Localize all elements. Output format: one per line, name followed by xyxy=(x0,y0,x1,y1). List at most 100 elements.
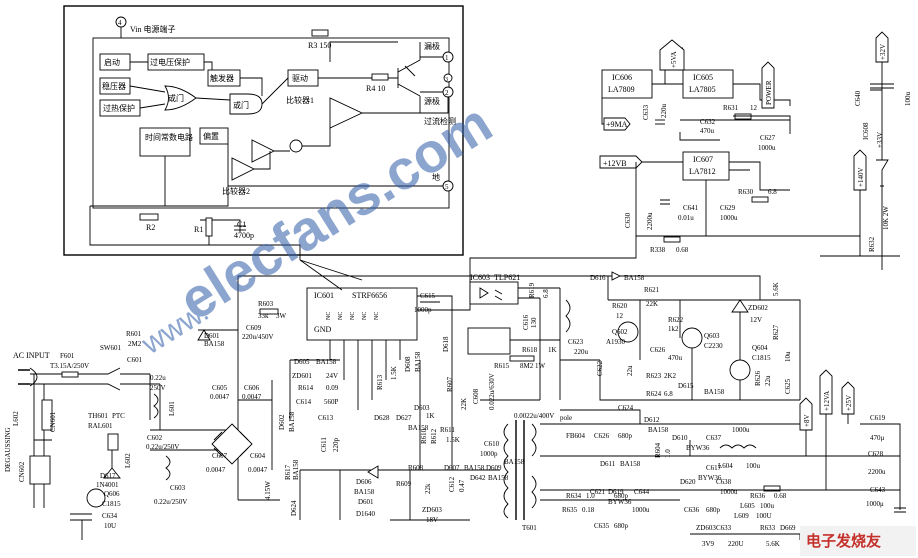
r338-value: 0.68 xyxy=(676,246,689,254)
r603: R603 xyxy=(258,300,274,308)
d616-part: BA158 xyxy=(624,274,645,282)
r623: R623 xyxy=(646,372,662,380)
d610-part: BYW36 xyxy=(686,444,710,452)
r634-value: 1.0 xyxy=(586,492,595,500)
r615-value: 8M2 1W xyxy=(520,362,545,370)
c636: C636 xyxy=(684,506,700,514)
c625-value: 10u xyxy=(784,351,792,362)
c637: C637 xyxy=(706,434,722,442)
l605-value: 100u xyxy=(760,502,775,510)
l602: L602 xyxy=(124,453,132,468)
block-driver: 驱动 xyxy=(292,73,308,83)
c641-value: 0.01u xyxy=(678,214,694,222)
r603-value: 33k xyxy=(258,312,269,320)
d618-value: 130 xyxy=(530,317,538,328)
zd601: ZD601 xyxy=(292,372,312,380)
r632: R632 xyxy=(868,236,876,252)
net-32v: +32V xyxy=(879,44,887,60)
c619: C619 xyxy=(870,414,886,422)
ic603: IC603 xyxy=(470,273,490,282)
q602: Q602 xyxy=(612,328,628,336)
ic601-part: STRF6656 xyxy=(352,291,387,300)
ic606-part: LA7809 xyxy=(608,85,635,94)
d624-part: BA158 xyxy=(292,459,300,480)
c622-value: 22u xyxy=(626,365,634,376)
r608: R608 xyxy=(408,464,424,472)
ic608: IC608 xyxy=(862,122,870,140)
ic601-pin6: NC xyxy=(374,312,380,320)
c632: C632 xyxy=(700,118,716,126)
t601: T601 xyxy=(522,524,537,532)
d601-part: BA158 xyxy=(204,340,225,348)
d601: D601 xyxy=(204,332,220,340)
net-140v: +140V xyxy=(857,167,865,187)
primary-section: IC601 STRF6656 GND NC NC NC NC NC R603 3… xyxy=(4,259,560,540)
q603: Q603 xyxy=(704,332,720,340)
c624: C624 xyxy=(618,404,634,412)
d602: D602 xyxy=(278,414,286,430)
r630-value: 6.8 xyxy=(768,188,777,196)
c616: C616 xyxy=(522,314,530,330)
r621: R621 xyxy=(644,286,660,294)
ic605-name: IC605 xyxy=(693,73,713,82)
c632-value: 470u xyxy=(700,127,715,135)
c614: C614 xyxy=(296,398,312,406)
c626: C626 xyxy=(650,346,666,354)
r338: R338 xyxy=(650,246,666,254)
net-12v: +12VB xyxy=(603,159,627,168)
c626b-value: 680p xyxy=(618,432,633,440)
c640: C640 xyxy=(854,90,862,106)
l604: L604 xyxy=(718,462,733,470)
r626: R626 xyxy=(754,370,762,386)
r627-value: 5.6K xyxy=(772,282,780,296)
q602-part: A1930 xyxy=(606,338,626,346)
d608-part: BA158 xyxy=(414,351,422,372)
c629-value: 1000u xyxy=(720,214,738,222)
inset-r3: R3 150 xyxy=(308,41,331,50)
label-drain: 漏极 xyxy=(424,41,440,51)
d601b: D601 xyxy=(358,498,374,506)
c643: C643 xyxy=(870,486,886,494)
c603-value: 0.22u/250V xyxy=(154,498,187,506)
ic606-name: IC606 xyxy=(612,73,632,82)
ic608-value: +33V xyxy=(876,132,884,148)
c640-value: 100u xyxy=(904,92,912,107)
c630-value: 2200u xyxy=(646,212,654,230)
c628: C628 xyxy=(868,450,884,458)
net-8v: +8V xyxy=(803,414,811,427)
degauss-label: DEGAUSSING xyxy=(4,427,12,472)
r614-value: 0.09 xyxy=(326,384,339,392)
c614-value: 560P xyxy=(324,398,339,406)
net-12va: +12VA xyxy=(823,391,831,411)
c623-value: 220u xyxy=(574,348,589,356)
c612-value: 0.47 xyxy=(458,479,466,492)
r621-value: 22K xyxy=(646,300,658,308)
zd603b: ZD603 xyxy=(696,524,716,532)
pin-drain: 1 xyxy=(445,54,449,62)
c601-voltage: 250V xyxy=(150,384,166,392)
c644: C644 xyxy=(634,488,650,496)
q606: Q606 xyxy=(104,490,120,498)
pole-label: pole xyxy=(560,414,572,422)
d605-part: BA158 xyxy=(316,358,337,366)
c627-value: 1000u xyxy=(758,144,776,152)
inset-c1: C1 xyxy=(237,220,246,229)
r622: R622 xyxy=(668,316,684,324)
d616: D616 xyxy=(590,274,606,282)
c633-value: 220u xyxy=(660,104,668,119)
corner-logo: 电子发烧友 xyxy=(800,526,916,556)
c623: C623 xyxy=(568,338,584,346)
c633: C633 xyxy=(642,104,650,120)
c611: C611 xyxy=(320,437,328,452)
r634: R634 xyxy=(566,492,582,500)
r633-value: 5.6K xyxy=(766,540,780,548)
c610-value: 1000p xyxy=(480,450,498,458)
r607-value: 22K xyxy=(460,398,468,410)
d602-part: BA158 xyxy=(288,411,296,432)
r635: R635 xyxy=(562,506,578,514)
d620-part: BYW36 xyxy=(698,474,722,482)
d610: D610 xyxy=(672,434,688,442)
net-5v: +5VA xyxy=(670,51,678,68)
f601: F601 xyxy=(60,352,75,360)
label-source: 源极 xyxy=(424,96,440,106)
